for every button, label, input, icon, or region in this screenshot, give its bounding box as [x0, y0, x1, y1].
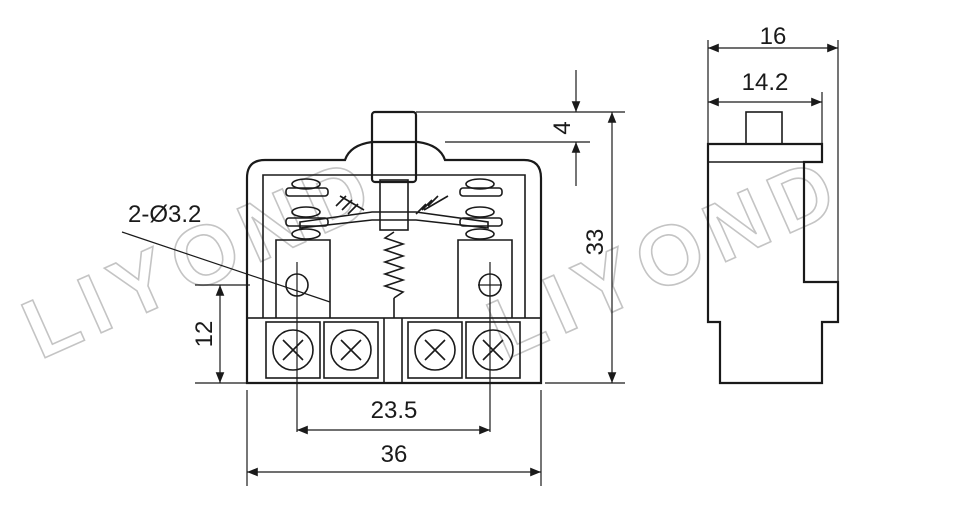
dimension-terminal-height: 12 [191, 284, 250, 384]
plunger-stem [379, 179, 409, 231]
plunger [370, 110, 418, 184]
svg-text:33: 33 [582, 229, 609, 256]
svg-text:14.2: 14.2 [742, 69, 789, 96]
terminal-screw-4 [465, 321, 521, 379]
inner-frame [262, 174, 526, 318]
side-view [706, 111, 840, 385]
svg-text:23.5: 23.5 [371, 397, 418, 424]
dimension-hole-callout: 2-Ø3.2 [121, 201, 331, 303]
watermark-right: LIYOND [473, 136, 858, 377]
terminal-screw-1 [265, 321, 321, 379]
svg-text:4: 4 [549, 121, 576, 134]
dimension-overall-width: 36 [246, 390, 542, 486]
dimension-hole-spacing: 23.5 [297, 397, 490, 435]
svg-text:12: 12 [191, 321, 218, 348]
side-housing [706, 142, 840, 385]
svg-text:2-Ø3.2: 2-Ø3.2 [128, 201, 201, 228]
dimension-plunger-travel: 4 [416, 70, 625, 186]
spring [382, 231, 406, 299]
dimension-side-body-depth: 14.2 [708, 69, 823, 144]
right-contact-assembly [415, 178, 513, 318]
svg-text:36: 36 [381, 441, 408, 468]
svg-text:LIYOND: LIYOND [474, 137, 857, 376]
housing-outline [245, 140, 543, 385]
dimension-overall-height: 33 [545, 112, 625, 384]
terminal-block [246, 317, 542, 384]
terminal-screw-3 [407, 321, 463, 379]
svg-text:16: 16 [760, 23, 787, 50]
dimension-side-depth: 16 [707, 23, 839, 282]
side-plunger [745, 111, 783, 145]
front-view [245, 110, 543, 432]
left-contact-assembly [275, 178, 365, 318]
terminal-screw-2 [323, 321, 379, 379]
